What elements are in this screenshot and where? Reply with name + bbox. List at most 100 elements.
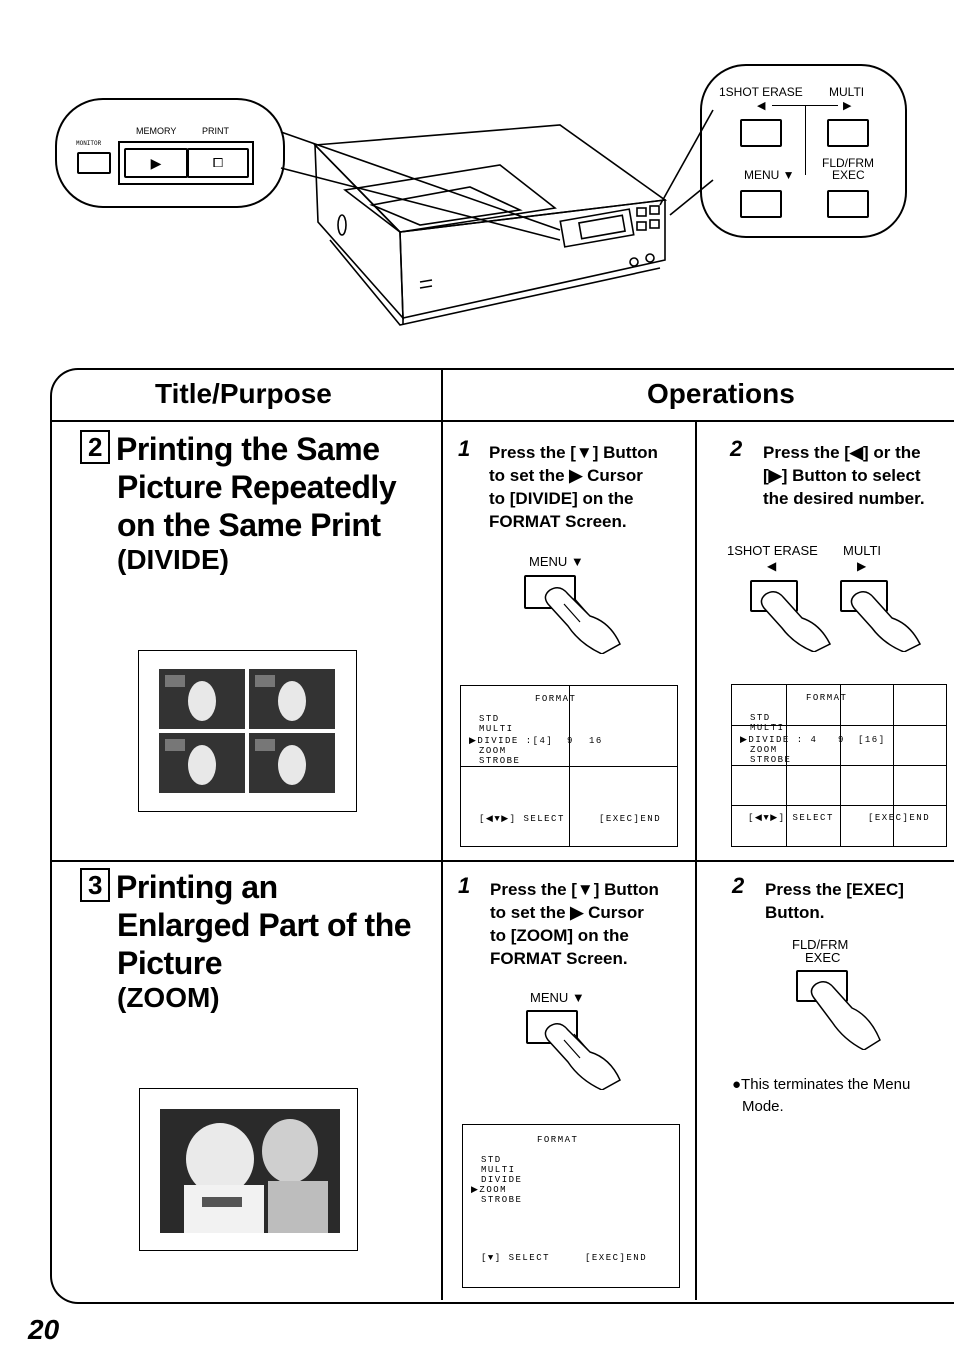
header-rule bbox=[52, 420, 954, 422]
subtitle: (DIVIDE) bbox=[117, 544, 229, 575]
pressing-hand-icon bbox=[544, 1023, 621, 1090]
screen-hline bbox=[732, 725, 946, 726]
monitor-label: MONITOR bbox=[76, 140, 102, 147]
step-instructions: Press the [EXEC] Button. bbox=[765, 878, 904, 924]
step-text-line: FORMAT Screen. bbox=[490, 949, 628, 968]
pressing-hand-icon bbox=[544, 587, 621, 654]
fld-label: FLD/FRM bbox=[792, 937, 849, 952]
screen-footer-select: [◀▼▶] SELECT bbox=[748, 813, 834, 823]
step-text-line: Press the [▼] Button bbox=[490, 880, 659, 899]
screen-title: FORMAT bbox=[535, 694, 577, 704]
exec-button[interactable] bbox=[827, 190, 869, 218]
step-text-line: to set the ▶ Cursor bbox=[489, 466, 643, 485]
right-callout bbox=[700, 64, 907, 238]
play-icon: ▶ bbox=[150, 155, 162, 171]
col-header-title: Title/Purpose bbox=[155, 378, 332, 409]
print-icon: ⧠ bbox=[212, 155, 224, 170]
step-number: 2 bbox=[732, 873, 745, 898]
note-line: ●This terminates the Menu bbox=[732, 1076, 911, 1093]
step-text-line: to [ZOOM] on the bbox=[490, 926, 629, 945]
menu-item: STROBE bbox=[479, 756, 521, 766]
screen-footer-select: [◀▼▶] SELECT bbox=[479, 814, 565, 824]
erase-label: 1SHOT ERASE bbox=[727, 543, 818, 558]
screen-hline bbox=[732, 765, 946, 766]
step-text-line: Press the [EXEC] bbox=[765, 880, 904, 899]
right-arrow-icon: ▶ bbox=[843, 100, 852, 112]
screen-footer-end: [EXEC]END bbox=[599, 814, 662, 824]
step-instructions: Press the [▼] Button to set the ▶ Cursor… bbox=[490, 878, 659, 970]
step-text-line: Press the [◀] or the bbox=[763, 443, 921, 462]
step-number: 2 bbox=[730, 436, 743, 461]
erase-button[interactable] bbox=[740, 119, 782, 147]
menu-button-label: MENU ▼ bbox=[529, 554, 584, 569]
screen-title: FORMAT bbox=[537, 1135, 579, 1145]
screen-footer-select: [▼] SELECT bbox=[481, 1253, 551, 1263]
exec-label: EXEC bbox=[832, 168, 865, 182]
note-line: Mode. bbox=[742, 1098, 784, 1115]
menu-item: MULTI bbox=[750, 723, 785, 733]
col-header-operations: Operations bbox=[647, 378, 795, 409]
menu-item-selected: ▶DIVIDE : 4 bbox=[740, 735, 818, 745]
pressing-hand-icon bbox=[850, 591, 922, 652]
step-text-line: [▶] Button to select bbox=[763, 466, 921, 485]
printer-illustration bbox=[280, 109, 714, 326]
option-value: 16 bbox=[589, 736, 603, 746]
print-button[interactable]: ⧠ bbox=[187, 148, 249, 178]
menu-item: MULTI bbox=[481, 1165, 516, 1175]
table-frame bbox=[50, 368, 954, 1304]
menu-item: ZOOM bbox=[479, 746, 507, 756]
erase-label: 1SHOT ERASE bbox=[719, 85, 803, 99]
divider-line bbox=[805, 105, 806, 175]
step-instructions: Press the [◀] or the [▶] Button to selec… bbox=[763, 441, 925, 510]
menu-label: MENU ▼ bbox=[744, 168, 795, 182]
row-divider bbox=[52, 860, 954, 862]
menu-item: MULTI bbox=[479, 724, 514, 734]
monitor-button[interactable] bbox=[77, 152, 111, 174]
left-arrow-icon: ◀ bbox=[767, 559, 777, 573]
row-number: 3 bbox=[80, 868, 110, 902]
menu-item: DIVIDE bbox=[481, 1175, 523, 1185]
step-note: ●This terminates the Menu Mode. bbox=[732, 1074, 910, 1118]
step-text-line: the desired number. bbox=[763, 489, 925, 508]
title-line: Enlarged Part of the bbox=[117, 907, 412, 943]
exec-label: EXEC bbox=[805, 950, 841, 965]
row-number: 2 bbox=[80, 430, 110, 464]
step-number: 1 bbox=[458, 436, 471, 461]
step-text-line: to set the ▶ Cursor bbox=[490, 903, 644, 922]
option-value: [16] bbox=[858, 735, 886, 745]
print-label: PRINT bbox=[202, 126, 229, 136]
title-line: Printing an bbox=[116, 869, 278, 905]
page-number: 20 bbox=[28, 1314, 60, 1345]
button-strip bbox=[118, 141, 254, 185]
multi-button[interactable] bbox=[827, 119, 869, 147]
zoom-sample-print bbox=[139, 1088, 358, 1251]
step-text-line: Button. bbox=[765, 903, 825, 922]
pressing-hand-icon bbox=[810, 981, 881, 1050]
divide-sample-print bbox=[138, 650, 357, 812]
format-screen: FORMAT STD MULTI DIVIDE ▶ZOOM STROBE [▼]… bbox=[462, 1124, 680, 1288]
step-instructions: Press the [▼] Button to set the ▶ Cursor… bbox=[489, 441, 658, 533]
menu-item: STD bbox=[750, 713, 771, 723]
menu-item-selected: ▶DIVIDE :[4] bbox=[469, 736, 554, 746]
screen-footer-end: [EXEC]END bbox=[585, 1253, 648, 1263]
menu-button[interactable] bbox=[740, 190, 782, 218]
subtitle: (ZOOM) bbox=[117, 982, 220, 1013]
menu-item-selected: ▶ZOOM bbox=[471, 1185, 508, 1195]
menu-item: STD bbox=[479, 714, 500, 724]
step-text-line: FORMAT Screen. bbox=[489, 512, 627, 531]
step-text-line: Press the [▼] Button bbox=[489, 443, 658, 462]
right-arrow-icon: ▶ bbox=[857, 559, 867, 573]
step-number: 1 bbox=[458, 873, 471, 898]
divide-photo-image bbox=[159, 669, 335, 793]
left-callout bbox=[55, 98, 285, 208]
column-divider bbox=[441, 370, 443, 1300]
format-screen: FORMAT STD MULTI ▶DIVIDE : 4 ZOOM STROBE… bbox=[731, 684, 947, 847]
zoom-photo-image bbox=[160, 1109, 340, 1233]
title-line: Printing the Same bbox=[116, 431, 380, 467]
menu-item: STROBE bbox=[750, 755, 792, 765]
left-arrow-icon: ◀ bbox=[757, 100, 766, 112]
menu-item: STROBE bbox=[481, 1195, 523, 1205]
memory-label: MEMORY bbox=[136, 126, 177, 136]
pressing-hand-icon bbox=[760, 591, 832, 652]
